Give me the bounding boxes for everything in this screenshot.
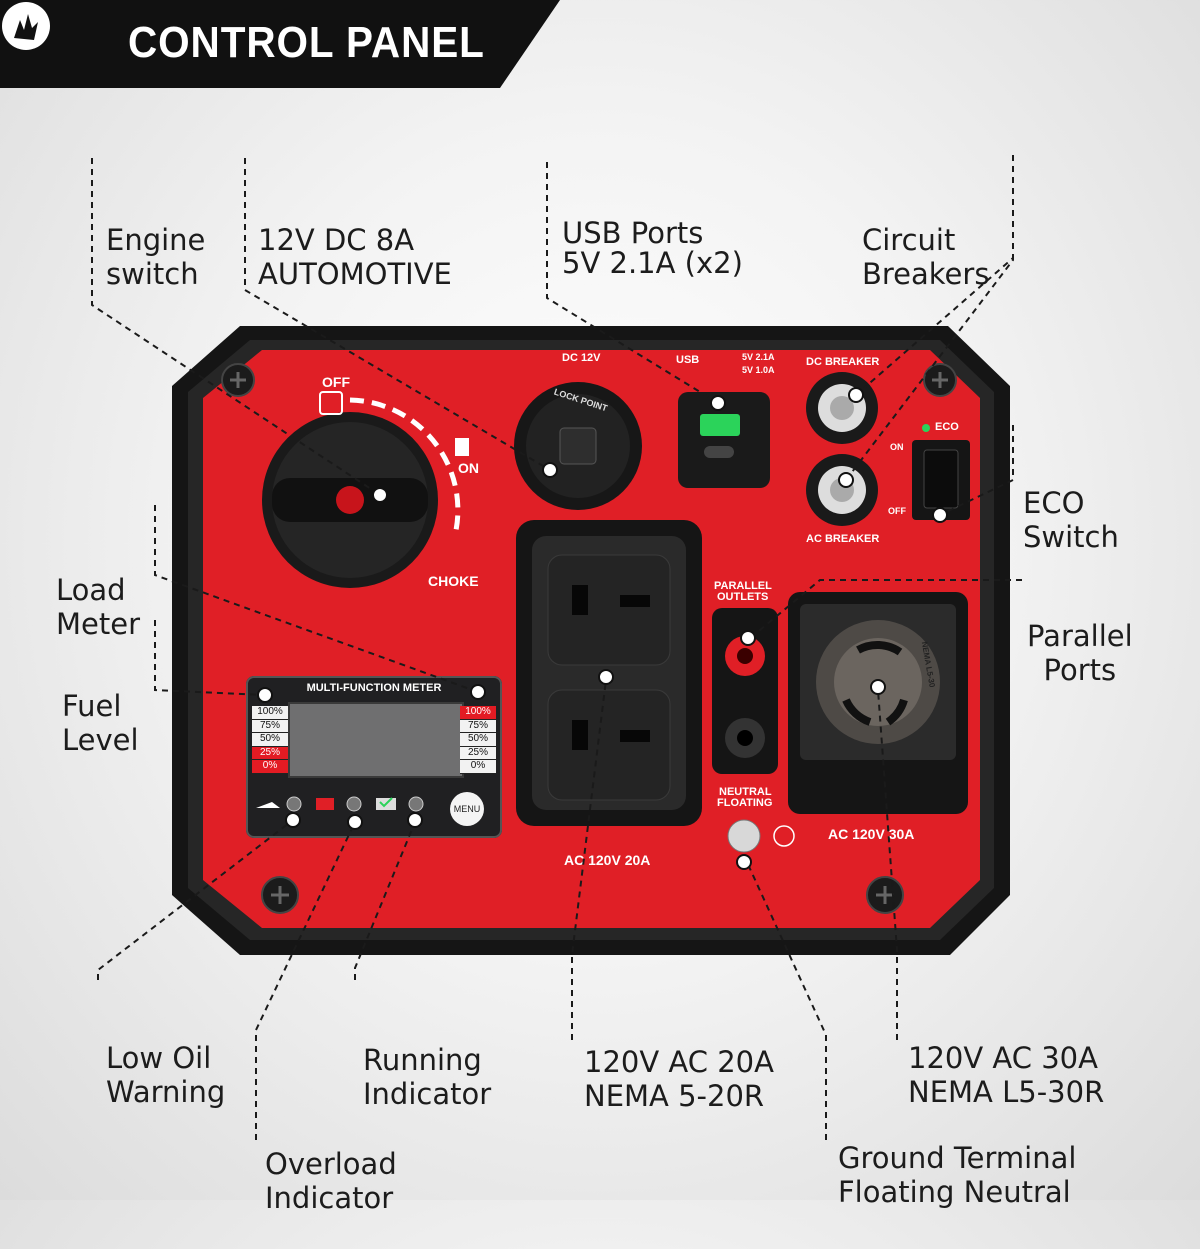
fuel-on-icon	[455, 438, 469, 456]
load-scale-0: 0%	[460, 760, 496, 774]
eco-on-label: ON	[890, 442, 904, 452]
fuel-scale-0: 0%	[252, 760, 288, 774]
running-led	[408, 796, 424, 812]
callout-leader-lines	[91, 155, 1022, 1140]
ac-20a-label: AC 120V 20A	[564, 852, 651, 868]
ground-terminal	[727, 819, 795, 853]
header-banner: CONTROL PANEL	[0, 0, 560, 88]
fuel-scale-75: 75%	[252, 719, 288, 733]
low-oil-led	[286, 796, 302, 812]
ac-30a-label: AC 120V 30A	[828, 826, 915, 842]
ac-breaker	[806, 454, 878, 526]
menu-button[interactable]: MENU	[450, 792, 484, 826]
engine-switch-knob	[262, 412, 438, 588]
parallel-outlets-label-2: OUTLETS	[717, 591, 769, 603]
bear-claw-logo-icon	[2, 2, 50, 50]
dc-breaker-label: DC BREAKER	[806, 356, 880, 368]
eco-rocker-switch	[912, 424, 970, 520]
fuel-level-scale: 100% 75% 50% 25% 0%	[252, 706, 288, 774]
multi-function-meter: MULTI-FUNCTION METER 100% 75% 50% 25% 0%…	[246, 676, 502, 838]
dc-12v-label: DC 12V	[562, 352, 601, 364]
overload-led	[346, 796, 362, 812]
load-scale-75: 75%	[460, 719, 496, 733]
choke-label: CHOKE	[428, 573, 479, 589]
neutral-floating-label-1: NEUTRAL	[719, 786, 772, 798]
meter-lcd-screen	[288, 702, 464, 778]
fuel-scale-100: 100%	[252, 706, 288, 720]
low-oil-icon	[256, 802, 280, 808]
meter-indicators	[256, 796, 424, 812]
parallel-ports	[712, 608, 778, 774]
usb-label: USB	[676, 354, 700, 366]
fuel-scale-25: 25%	[252, 746, 288, 760]
neutral-floating-label-2: FLOATING	[717, 797, 773, 809]
knob-on-label: ON	[458, 460, 479, 476]
overload-icon	[316, 798, 334, 810]
knob-off-label: OFF	[322, 374, 350, 390]
ac-breaker-label: AC BREAKER	[806, 533, 880, 545]
load-scale-100: 100%	[460, 706, 496, 720]
eco-off-label: OFF	[888, 506, 906, 516]
load-scale-25: 25%	[460, 746, 496, 760]
eco-label: ECO	[935, 421, 959, 433]
fuel-scale-50: 50%	[252, 733, 288, 747]
parallel-outlets-label-1: PARALLEL	[714, 580, 772, 592]
usb-module	[678, 392, 770, 488]
knob-position-arc	[349, 397, 461, 536]
fuel-off-icon	[319, 391, 343, 415]
load-scale-50: 50%	[460, 733, 496, 747]
usb-spec-2: 5V 1.0A	[742, 365, 775, 375]
page-title: CONTROL PANEL	[128, 18, 485, 67]
usb-spec-1: 5V 2.1A	[742, 352, 775, 362]
meter-title: MULTI-FUNCTION METER	[306, 682, 442, 694]
load-meter-scale: 100% 75% 50% 25% 0%	[460, 706, 496, 774]
header-background	[0, 0, 560, 88]
